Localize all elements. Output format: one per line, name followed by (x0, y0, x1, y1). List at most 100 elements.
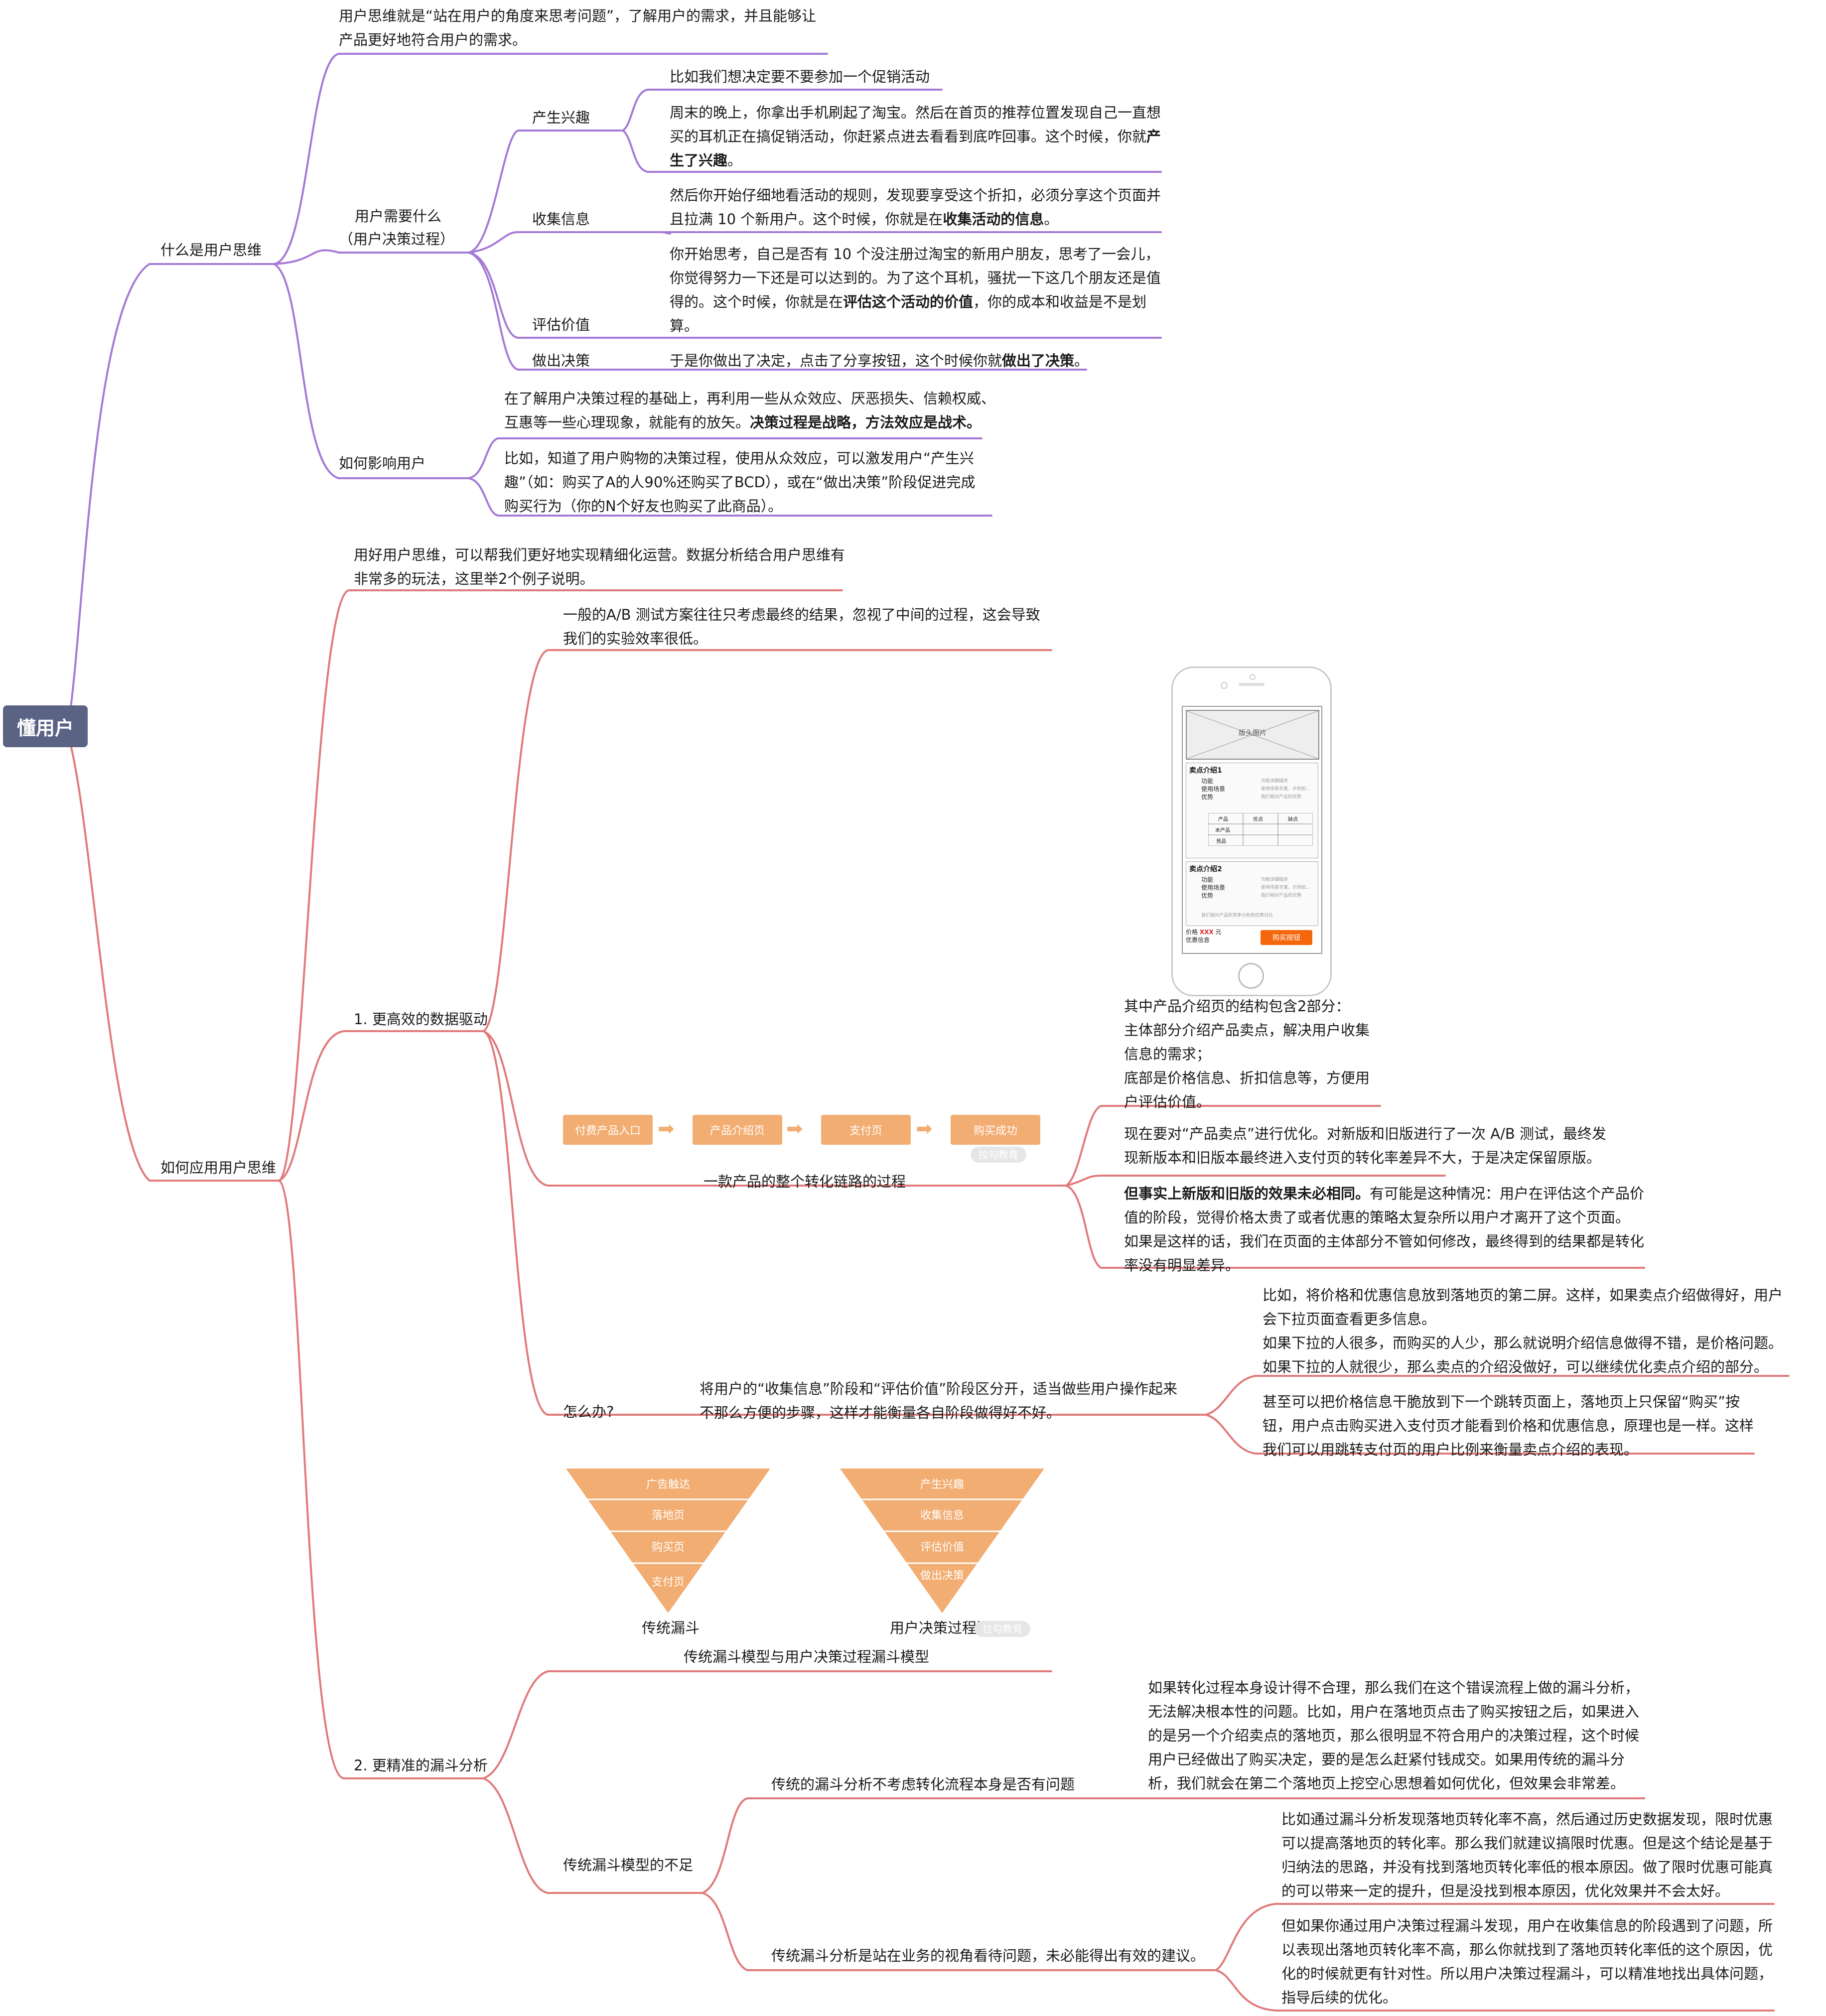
user-stage-2: 收集信息 (920, 1509, 964, 1522)
node-funnel-comparison[interactable]: 传统漏斗模型与用户决策过程漏斗模型 (684, 1648, 930, 1665)
node-interest[interactable]: 产生兴趣 (532, 109, 590, 126)
s2-note2-line4: 指导后续的优化。 (1281, 1989, 1398, 2006)
branch-apply-connectors (70, 589, 1790, 2012)
node-what-is-user-thinking[interactable]: 什么是用户思维 (160, 242, 262, 259)
influence-p1-l2a: 互惠等一些心理现象，就能有的放矢。 (504, 414, 750, 431)
how-note2-line3: 我们可以用跳转支付页的用户比例来衡量卖点介绍的表现。 (1263, 1441, 1639, 1458)
how-note1-line2: 会下拉页面查看更多信息。 (1263, 1311, 1436, 1328)
trad-stage-3: 购买页 (651, 1541, 685, 1554)
structure-line4: 底部是价格信息、折扣信息等，方便用 (1124, 1070, 1370, 1086)
how-note1-line3: 如果下拉的人很多，而购买的人少，那么就说明介绍信息做得不错，是价格问题。 (1263, 1335, 1783, 1351)
collect-l2b: 收集活动的信息 (943, 211, 1044, 228)
node-shortcoming-2[interactable]: 传统漏斗分析是站在业务的视角看待问题，未必能得出有效的建议。 (771, 1947, 1205, 1964)
interest-text1: 比如我们想决定要不要参加一个促销活动 (670, 68, 930, 85)
phone-card-1: 卖点介绍1 功能 使用场景 优势 功能详细描述 使用场景丰富，示例如... 我们… (1186, 763, 1318, 858)
chain-note2-line4: 率没有明显差异。 (1124, 1257, 1240, 1274)
s1-note-line2: 无法解决根本性的问题。比如，用户在落地页点击了购买按钮之后，如果进入 (1148, 1703, 1640, 1720)
card1-row-3: 优势 (1201, 794, 1214, 801)
discount-info: 优惠信息 (1186, 937, 1210, 943)
s2-note1-line2: 可以提高落地页的转化率。那么我们就建议搞限时优惠。但是这个结论是基于 (1281, 1835, 1773, 1852)
ab-note-line2: 我们的实验效率很低。 (563, 630, 708, 647)
node-data-driven[interactable]: 1. 更高效的数据驱动 (354, 1011, 488, 1028)
node-evaluate-value[interactable]: 评估价值 (532, 316, 590, 333)
flow-step-payment: 支付页 (821, 1115, 911, 1145)
phone-camera (1221, 682, 1228, 689)
card2-desc-2: 使用场景丰富，示例如... (1261, 885, 1310, 890)
card2-desc: 功能详细描述 使用场景丰富，示例如... 我们相对产品的优势 (1261, 876, 1310, 900)
evaluate-line4: 算。 (670, 317, 699, 334)
s2-note1-line1: 比如通过漏斗分析发现落地页转化率不高，然后通过历史数据发现，限时优惠 (1281, 1811, 1773, 1828)
evaluate-l3a: 得的。这个时候，你就是在 (670, 293, 843, 310)
watermark-1: 拉勾教育 (971, 1147, 1026, 1163)
node-what-to-do[interactable]: 怎么办? (563, 1403, 614, 1420)
evaluate-l3c: ，你的成本和收益是不是划 (973, 293, 1147, 310)
what-is-intro-line2: 产品更好地符合用户的需求。 (339, 31, 527, 48)
chain-note1-line2: 现新版本和旧版本最终进入支付页的转化率差异不大，于是决定保留原版。 (1124, 1149, 1601, 1166)
branch-what-is-connectors (70, 53, 1162, 708)
interest-text2-line2: 买的耳机正在搞促销活动，你赶紧点进去看看到底咋回事。这个时候，你就产 (670, 125, 1161, 148)
root-node[interactable]: 懂用户 (3, 705, 88, 747)
node-conversion-chain[interactable]: 一款产品的整个转化链路的过程 (703, 1173, 906, 1190)
card1-row-1: 功能 (1201, 778, 1214, 785)
phone-buy-button[interactable]: 购买按钮 (1261, 930, 1312, 945)
decision-ta: 于是你做出了决定，点击了分享按钮，这个时候你就 (670, 352, 1002, 369)
node-how-to-apply[interactable]: 如何应用用户思维 (160, 1159, 277, 1176)
user-decision-funnel (840, 1469, 1044, 1613)
phone-dot (1250, 674, 1256, 680)
node-shortcoming-1[interactable]: 传统的漏斗分析不考虑转化流程本身是否有问题 (771, 1776, 1075, 1793)
user-stage-3: 评估价值 (920, 1541, 964, 1554)
price-value: XXX (1199, 929, 1214, 936)
trad-funnel-name: 传统漏斗 (642, 1619, 700, 1636)
influence-p2-line2: 趣”（如：购买了A的人90%还购买了BCD），或在“做出决策”阶段促进完成 (504, 474, 976, 491)
user-stage-1: 产生兴趣 (920, 1478, 964, 1491)
phone-banner: 版头图片 (1186, 710, 1319, 760)
phone-home-button (1238, 963, 1264, 989)
trad-stage-1: 广告触达 (646, 1478, 690, 1491)
card2-row-3: 优势 (1201, 892, 1214, 899)
card1-rows: 功能 使用场景 优势 (1201, 777, 1225, 801)
interest-end: 。 (727, 152, 742, 169)
node-user-needs-sub: （用户决策过程） (339, 231, 455, 248)
evaluate-line3: 得的。这个时候，你就是在评估这个活动的价值，你的成本和收益是不是划 (670, 290, 1146, 314)
interest-text2-line2-plain: 买的耳机正在搞促销活动，你赶紧点进去看看到底咋回事。这个时候，你就 (670, 128, 1147, 145)
structure-line2: 主体部分介绍产品卖点，解决用户收集 (1124, 1022, 1370, 1039)
s1-note-line1: 如果转化过程本身设计得不合理，那么我们在这个错误流程上做的漏斗分析， (1148, 1679, 1640, 1696)
decision-tb: 做出了决策 (1002, 352, 1075, 369)
how-note2-line1: 甚至可以把价格信息干脆放到下一个跳转页面上，落地页上只保留“购买”按 (1263, 1393, 1740, 1410)
card2-rows: 功能 使用场景 优势 (1201, 876, 1225, 900)
node-funnel-shortcomings[interactable]: 传统漏斗模型的不足 (563, 1857, 694, 1874)
interest-text2-line3: 生了兴趣。 (670, 148, 742, 172)
node-make-decision[interactable]: 做出决策 (532, 352, 590, 369)
structure-line3: 信息的需求； (1124, 1046, 1211, 1063)
flow-step-product-page: 产品介绍页 (693, 1115, 782, 1145)
collect-text-line2: 且拉满 10 个新用户。这个时候，你就是在收集活动的信息。 (670, 207, 1058, 231)
collect-l2a: 且拉满 10 个新用户。这个时候，你就是在 (670, 211, 943, 228)
s2-note2-line1: 但如果你通过用户决策过程漏斗发现，用户在收集信息的阶段遇到了问题，所 (1281, 1917, 1773, 1934)
table-head-1: 产品 (1218, 817, 1228, 822)
node-influence-user[interactable]: 如何影响用户 (339, 455, 426, 472)
apply-intro-line2: 非常多的玩法，这里举2个例子说明。 (354, 570, 594, 587)
node-user-needs[interactable]: 用户需要什么 (355, 208, 442, 225)
phone-price: 价格 XXX 元 优惠信息 (1186, 928, 1221, 944)
s2-note1-line3: 归纳法的思路，并没有找到落地页转化率低的根本原因。做了限时优惠可能真 (1281, 1859, 1773, 1876)
chain-note2-line2: 值的阶段，觉得价格太贵了或者优惠的策略太复杂所以用户才离开了这个页面。 (1124, 1209, 1630, 1226)
how-main-line1: 将用户的“收集信息”阶段和“评估价值”阶段区分开，适当做些用户操作起来 (700, 1380, 1178, 1397)
ab-note-line1: 一般的A/B 测试方案往往只考虑最终的结果，忽视了中间的过程，这会导致 (563, 606, 1040, 623)
table-row-1: 本产品 (1215, 828, 1230, 833)
influence-p2-line3: 购买行为（你的N个好友也购买了此商品）。 (504, 498, 783, 515)
card1-desc: 功能详细描述 使用场景丰富，示例如... 我们相对产品的优势 (1261, 777, 1310, 801)
card1-desc-1: 功能详细描述 (1261, 779, 1288, 784)
structure-line1: 其中产品介绍页的结构包含2部分： (1124, 998, 1350, 1015)
decision-text: 于是你做出了决定，点击了分享按钮，这个时候你就做出了决策。 (670, 349, 1089, 373)
s1-note-line4: 用户已经做出了购买决定，要的是怎么赶紧付钱成交。如果用传统的漏斗分 (1148, 1751, 1625, 1768)
evaluate-line2: 你觉得努力一下还是可以达到的。为了这个耳机，骚扰一下这几个朋友还是值 (670, 269, 1161, 286)
trad-stage-2: 落地页 (651, 1509, 685, 1522)
card2-desc-3: 我们相对产品的优势 (1261, 893, 1302, 898)
node-collect-info[interactable]: 收集信息 (532, 211, 590, 228)
structure-line5: 户评估价值。 (1124, 1093, 1211, 1110)
phone-card-2: 卖点介绍2 功能 使用场景 优势 功能详细描述 使用场景丰富，示例如... 我们… (1186, 861, 1318, 926)
table-row-2: 竞品 (1216, 839, 1226, 844)
node-precise-funnel[interactable]: 2. 更精准的漏斗分析 (354, 1757, 488, 1774)
card1-row-2: 使用场景 (1201, 786, 1226, 793)
